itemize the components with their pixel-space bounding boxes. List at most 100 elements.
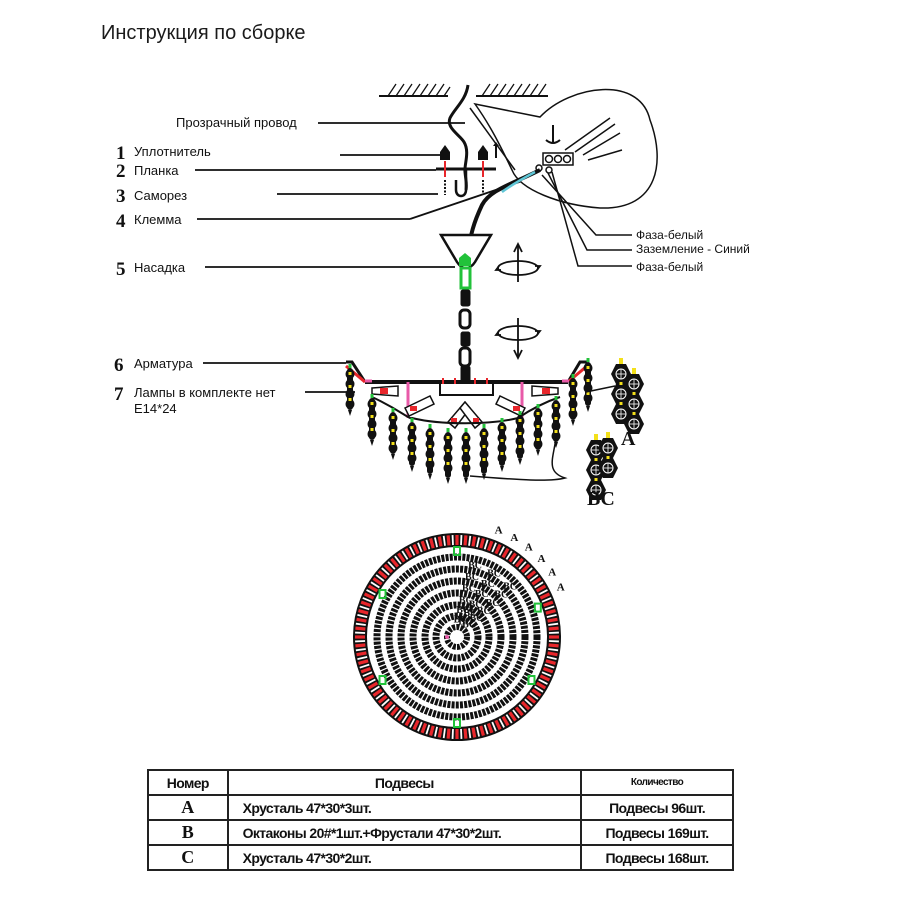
outer-ring-gap	[375, 692, 385, 700]
outer-ring-gap	[538, 589, 548, 596]
outer-ring-segment	[535, 584, 547, 593]
outer-ring-gap	[357, 656, 368, 660]
outer-ring-segment	[520, 563, 531, 574]
outer-ring-gap	[518, 704, 527, 713]
crystal-strand	[479, 424, 489, 480]
screw-icon	[444, 180, 484, 195]
outer-ring-segment	[486, 540, 494, 552]
outer-ring-gap	[524, 698, 533, 707]
callout-number-4: 4	[116, 211, 126, 232]
rotate-down-icon	[494, 318, 542, 361]
callout-plate: Планка	[134, 163, 179, 178]
outer-ring-segment	[360, 666, 372, 674]
outer-ring-gap	[541, 597, 552, 603]
ring-letter-bc: BC	[494, 590, 508, 601]
ceiling-icon	[379, 83, 548, 97]
outer-ring-gap	[381, 567, 390, 576]
outer-ring-gap	[548, 648, 559, 652]
outer-ring-segment	[358, 659, 369, 665]
crystal-strand	[443, 428, 453, 484]
ring-letter-bc: BC	[487, 569, 501, 580]
callout-lamps-spec: E14*24	[134, 401, 177, 416]
outer-ring-segment	[501, 715, 510, 727]
outer-ring-segment	[471, 727, 477, 738]
mounting-plate	[436, 142, 499, 198]
outer-ring-gap	[534, 685, 544, 693]
outer-ring-gap	[425, 724, 431, 735]
green-marker	[378, 675, 387, 685]
wire-label-phase-2: Фаза-белый	[636, 260, 703, 274]
wire-label-phase-1: Фаза-белый	[636, 228, 703, 242]
ring	[432, 612, 482, 662]
pendant-label-a: A	[621, 428, 636, 450]
outer-ring-gap	[491, 542, 497, 553]
ring-letter-bc: BC	[462, 620, 476, 631]
outer-ring-segment	[508, 552, 517, 563]
outer-ring-segment	[463, 728, 468, 739]
outer-ring-segment	[494, 543, 502, 555]
ring-letter-a: A	[557, 582, 565, 594]
outer-ring-segment	[390, 557, 400, 568]
outer-ring-gap	[476, 537, 480, 548]
chain	[458, 289, 472, 383]
green-marker	[527, 675, 536, 685]
outer-ring-gap	[425, 539, 431, 550]
outer-ring-segment	[526, 694, 537, 704]
green-marker	[533, 602, 542, 613]
outer-ring-segment	[360, 600, 372, 608]
crystal-strand	[533, 404, 543, 456]
table-row: C Хрусталь 47*30*2шт. Подвесы 168шт.	[147, 844, 734, 871]
row-code: A	[147, 794, 229, 821]
row-description: Хрусталь 47*30*3шт.	[226, 794, 583, 821]
row-description: Хрусталь 47*30*2шт.	[226, 844, 583, 871]
callout-transparent-wire: Прозрачный провод	[176, 115, 297, 130]
crystal-strand	[515, 411, 525, 465]
outer-ring-segment	[494, 719, 502, 731]
wire-leaders	[541, 171, 632, 267]
outer-ring-gap	[387, 704, 396, 713]
outer-ring-segment	[372, 577, 383, 586]
ring-letter-bc: BC	[477, 606, 491, 617]
ring	[409, 589, 505, 685]
row-code: C	[147, 844, 229, 871]
outer-ring-segment	[367, 584, 379, 593]
pendant-samples	[586, 358, 644, 500]
outer-ring-gap	[476, 726, 480, 737]
outer-ring-segment	[539, 674, 551, 682]
table-row: B Октаконы 20#*1шт.+Фрустали 47*30*2шт. …	[147, 819, 734, 846]
outer-ring-gap	[491, 721, 497, 732]
parts-table: Номер Подвесы Количество A Хрусталь 47*3…	[147, 769, 734, 871]
outer-ring-segment	[471, 536, 477, 547]
outer-ring-gap	[529, 692, 539, 700]
outer-ring-segment	[514, 557, 524, 568]
ring-letter-bc: BC	[468, 561, 482, 572]
outer-ring-gap	[483, 539, 489, 550]
outer-ring-segment	[367, 681, 379, 690]
outer-ring-segment	[363, 674, 375, 682]
outer-ring-gap	[512, 555, 520, 565]
outer-ring-segment	[539, 592, 551, 600]
outer-ring-segment	[501, 547, 510, 559]
callout-number-2: 2	[116, 161, 126, 182]
ring-letter-bc: BC	[475, 589, 489, 600]
ring-letter-a: A	[537, 553, 545, 565]
outer-ring-gap	[541, 671, 552, 677]
outer-ring-gap	[518, 561, 527, 570]
outer-ring-gap	[362, 671, 373, 677]
ring-letter-bc: BC	[481, 579, 495, 590]
table-row: A Хрусталь 47*30*3шт. Подвесы 96шт.	[147, 794, 734, 821]
callout-number-6: 6	[114, 355, 124, 376]
outer-ring-segment	[397, 711, 406, 722]
outer-ring-gap	[548, 622, 559, 626]
octagon-crystal-chain	[598, 432, 618, 478]
outer-ring-segment	[383, 700, 394, 711]
row-quantity: Подвесы 168шт.	[580, 844, 734, 871]
green-marker	[453, 718, 461, 728]
callout-seal: Уплотнитель	[134, 144, 211, 159]
outer-ring-gap	[544, 605, 555, 611]
outer-ring-segment	[397, 552, 406, 563]
ring-letter-a: A	[495, 525, 503, 537]
outer-ring-gap	[546, 614, 557, 618]
callout-leaders	[195, 122, 541, 393]
ring	[373, 553, 541, 721]
